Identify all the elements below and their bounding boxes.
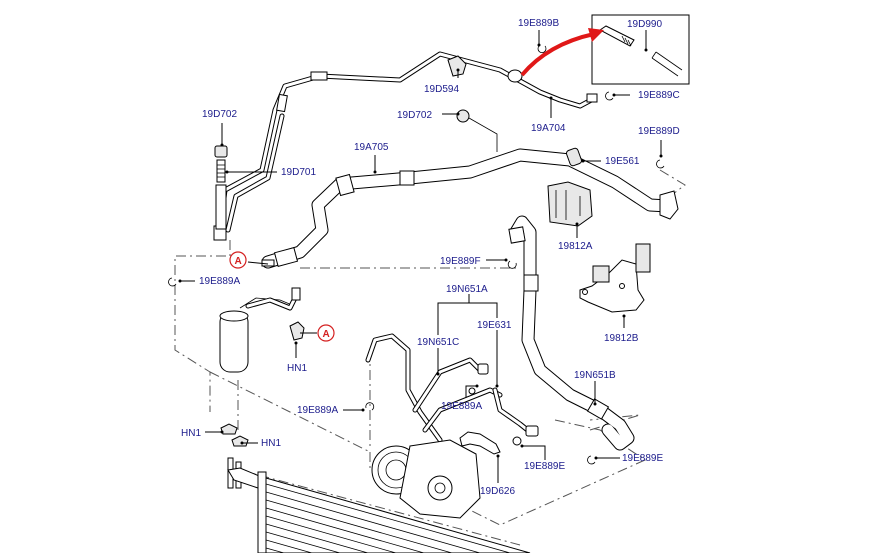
callout-19E889E-right: 19E889E — [622, 453, 663, 464]
callout-HN1-drier: HN1 — [287, 363, 307, 374]
callout-19E889B: 19E889B — [518, 18, 559, 29]
discharge-hose-19N651B — [508, 215, 635, 451]
callout-19E889A-left: 19E889A — [199, 276, 240, 287]
suction-hose-19A705 — [261, 148, 679, 269]
reference-marker-a-upper: A — [229, 251, 247, 269]
callout-19N651A: 19N651A — [446, 284, 488, 295]
compressor — [371, 439, 481, 519]
callout-19A705: 19A705 — [354, 142, 389, 153]
callout-19A704: 19A704 — [531, 123, 566, 134]
leader-lines — [178, 30, 663, 483]
callout-19D594: 19D594 — [424, 84, 459, 95]
o-ring-clips — [168, 45, 665, 465]
condenser-fins — [265, 483, 511, 553]
callout-19E561: 19E561 — [605, 156, 640, 167]
bracket-19812B — [579, 243, 651, 313]
sensor-19E561 — [565, 147, 583, 167]
callout-HN1-right: HN1 — [261, 438, 281, 449]
callout-19D990: 19D990 — [627, 19, 662, 30]
callout-19E889C: 19E889C — [638, 90, 680, 101]
callout-19E889A-lower: 19E889A — [297, 405, 338, 416]
callout-19E889F: 19E889F — [440, 256, 481, 267]
callout-19D626: 19D626 — [480, 486, 515, 497]
callout-19D702-left: 19D702 — [202, 109, 237, 120]
svg-text:A: A — [323, 329, 330, 340]
svg-text:A: A — [235, 256, 242, 267]
callout-19E631: 19E631 — [477, 320, 512, 331]
callout-labels: 19E889B 19D990 19D594 19E889C 19D702 19D… — [181, 18, 680, 497]
reference-marker-a-lower: A — [317, 324, 335, 342]
callout-19D702-right: 19D702 — [397, 110, 432, 121]
cap-19D702 — [456, 109, 498, 152]
callout-19N651C: 19N651C — [417, 337, 459, 348]
condenser — [220, 423, 531, 553]
manifold-tubes-19N651 — [365, 333, 539, 446]
sensor-19D594 — [447, 55, 467, 77]
receiver-drier — [219, 287, 305, 373]
bracket-19D626 — [459, 431, 501, 455]
service-valve-19D701 — [214, 145, 228, 230]
pressure-switch-19812A — [547, 181, 593, 227]
callout-19E889E-left: 19E889E — [524, 461, 565, 472]
callout-19N651B: 19N651B — [574, 370, 616, 381]
callout-19812A: 19812A — [558, 241, 593, 252]
callout-19E889D: 19E889D — [638, 126, 680, 137]
callout-19812B: 19812B — [604, 333, 639, 344]
callout-19E889A-center: 19E889A — [441, 401, 482, 412]
detail-arrow — [520, 28, 604, 77]
callout-19D701: 19D701 — [281, 167, 316, 178]
liquid-line-19A704 — [213, 51, 598, 241]
callout-HN1-left: HN1 — [181, 428, 201, 439]
detail-box-19D990 — [591, 14, 690, 85]
